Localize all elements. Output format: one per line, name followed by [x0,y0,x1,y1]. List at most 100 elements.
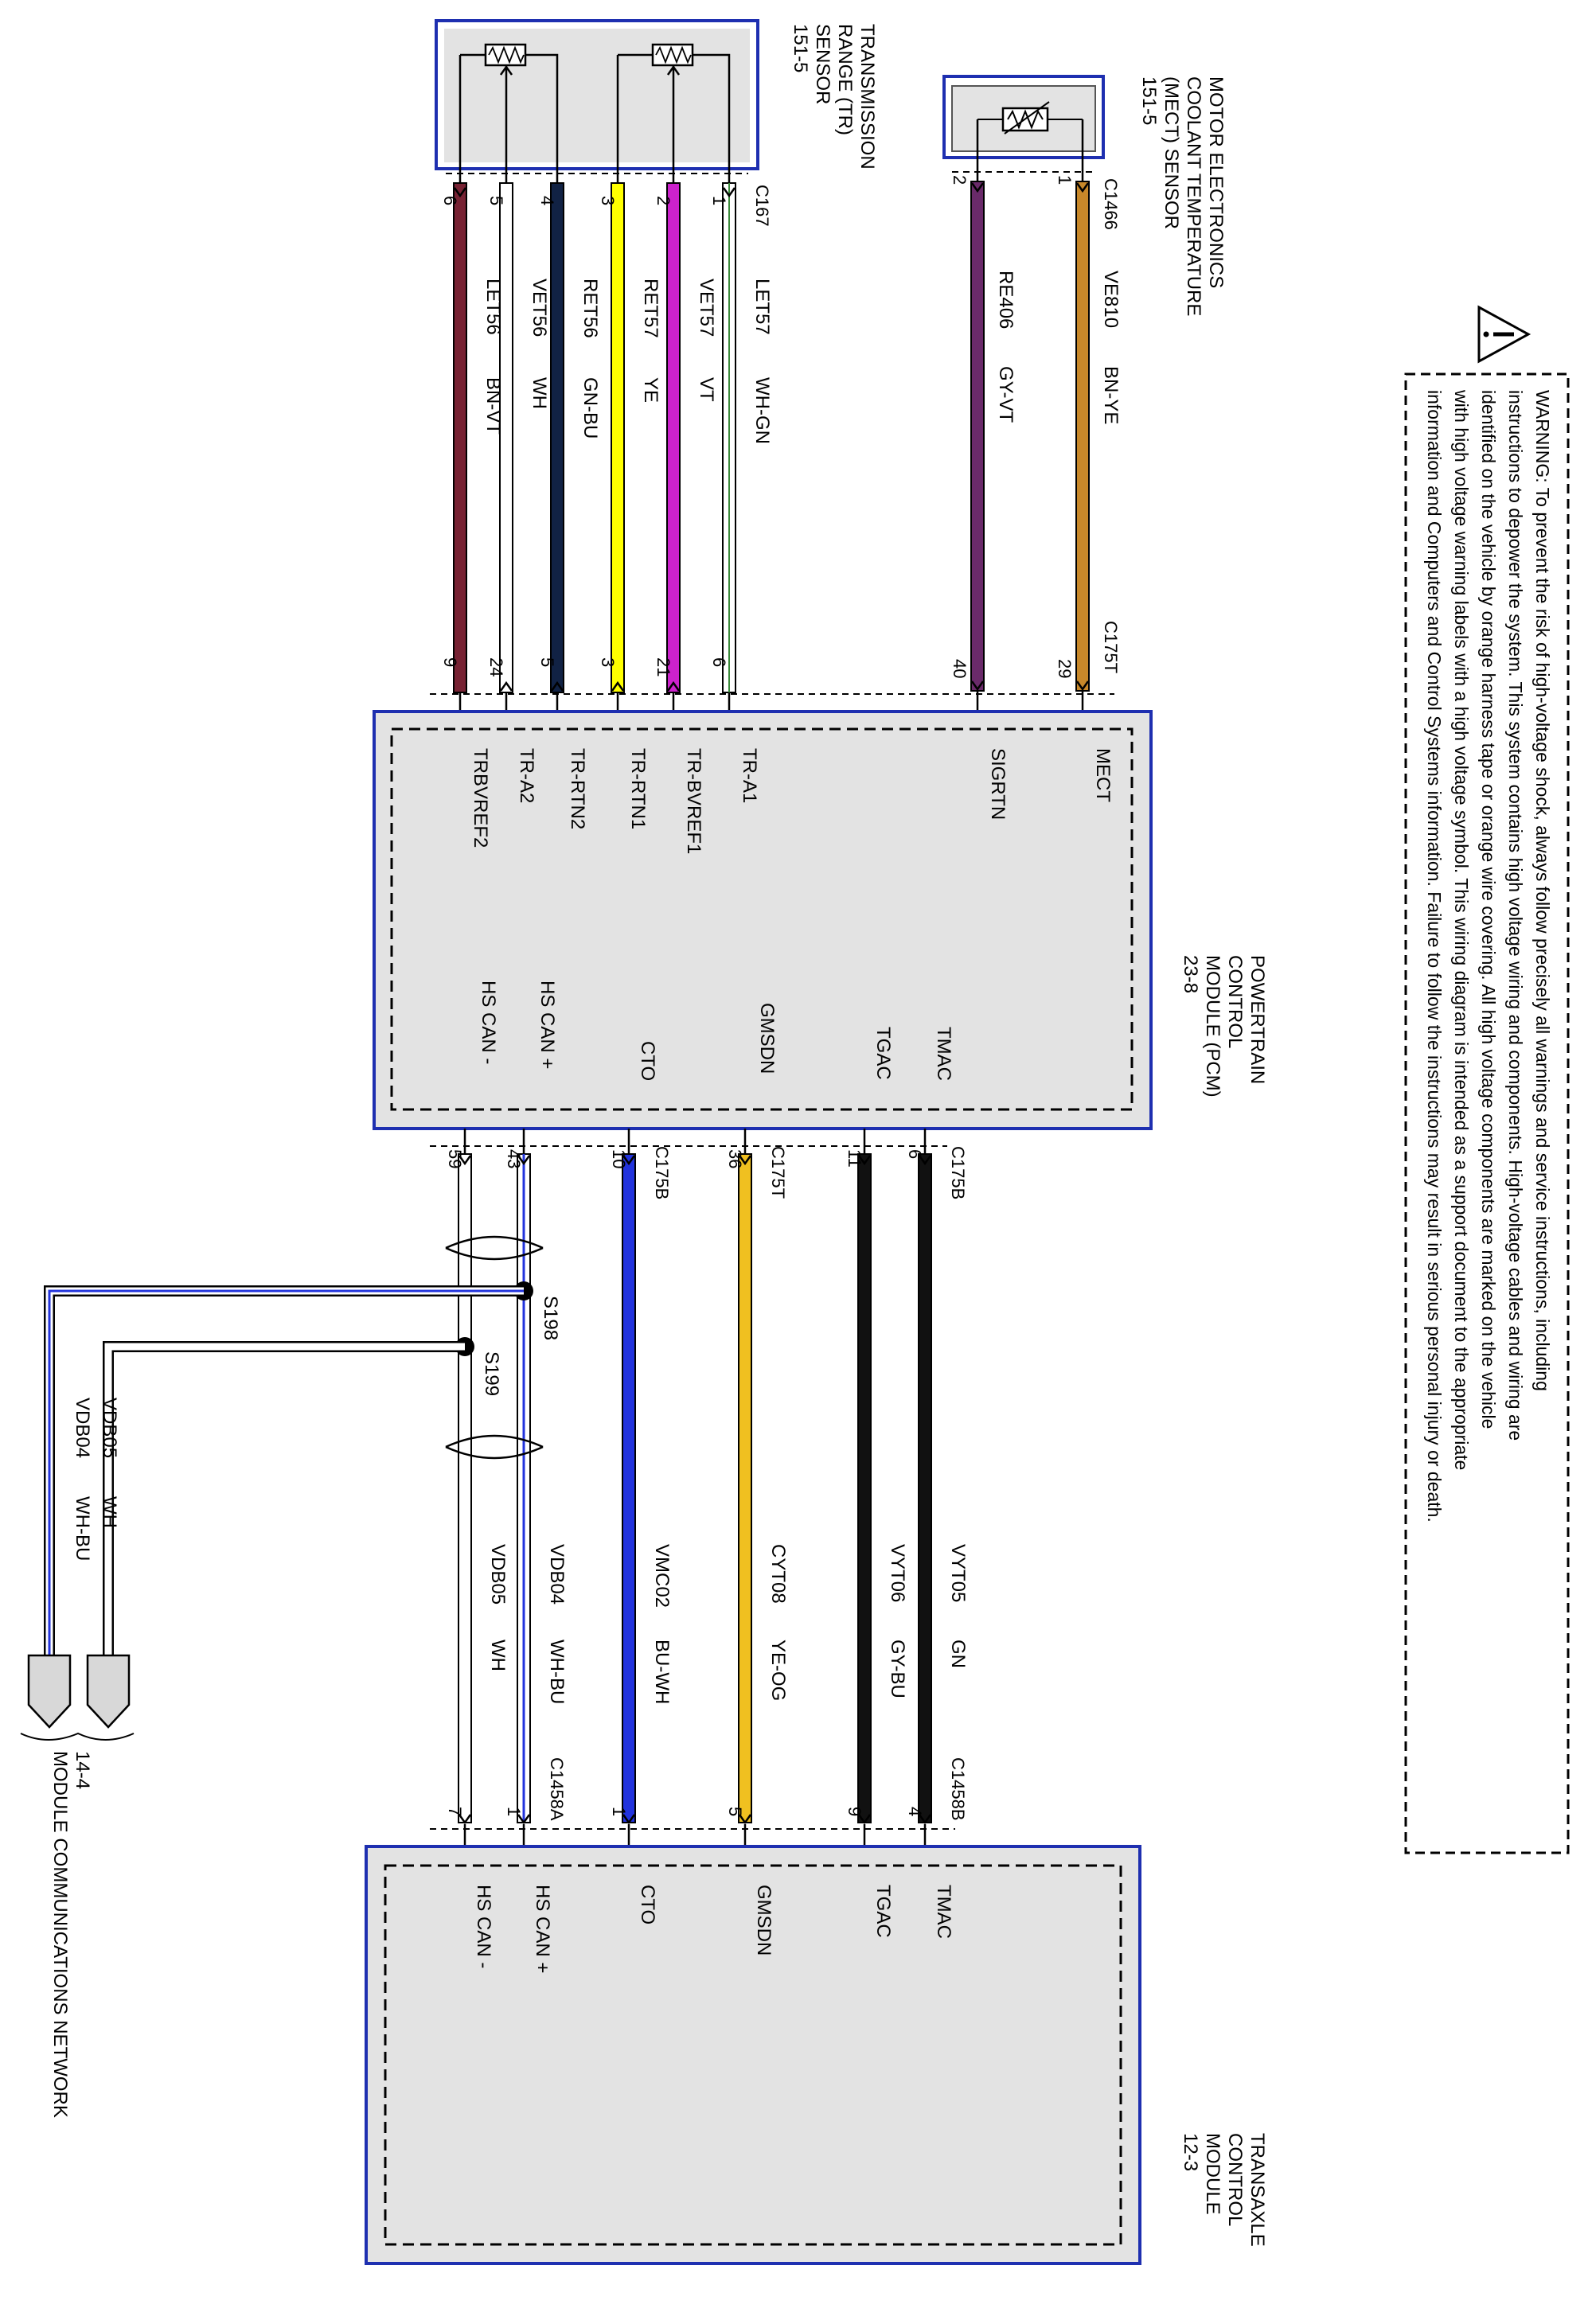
mect-title-2: COOLANT TEMPERATURE [1183,76,1204,316]
pin-label: 7 [445,1807,465,1816]
pcm-connector-label: C175B [652,1146,672,1199]
pcm-tcm-wires: S198 S199 C175B C175T C175B 6 11 36 10 4… [445,1129,969,1824]
pcm-pin-label: TGAC [872,1027,894,1080]
pcm-connector-label: C175B [948,1146,968,1199]
circuit-label: VDB05 [487,1544,509,1605]
splice-label: S198 [540,1296,561,1340]
circuit-label: RET56 [579,279,601,338]
wire-ret57 [611,182,625,693]
wire-color-label: WH [529,377,550,409]
twisted-pair-icon [445,1235,544,1460]
tcm-title-4: 12-3 [1180,2133,1201,2171]
continuation-arrow-icon [20,1654,135,1741]
resistor-icon [484,43,527,67]
warning-line-2: instructions to depower the system. This… [1505,390,1526,1441]
pcm-pin-label: GMSDN [756,1003,778,1074]
pcm-pin-label: SIGRTN [987,748,1009,820]
tcm-pin-label: TGAC [872,1885,894,1938]
wire-vet57 [666,182,681,693]
pin-label: 43 [504,1149,524,1168]
pcm-pin-label: MECT [1092,748,1114,802]
wire-vet56 [499,182,513,693]
pcm-title-3: MODULE (PCM) [1202,955,1223,1098]
pin-label: 3 [598,657,618,667]
wire-vyt06 [857,1153,872,1823]
pin-label: 11 [845,1149,864,1168]
tr-connector-label: C167 [752,185,772,227]
pin-label: 4 [537,196,557,205]
circuit-label: RET57 [640,279,661,338]
wire-color-label: BU-WH [651,1640,673,1704]
pcm-connector-label: C175T [768,1146,788,1199]
wire-color-label: GY-VT [995,366,1016,423]
pcm-title-2: CONTROL [1224,955,1246,1048]
resistor-icon [651,43,694,67]
warning-line-1: WARNING: To prevent the risk of high-vol… [1532,390,1553,1391]
pcm-pin-label: CTO [637,1041,658,1081]
tcm-pin-label: TMAC [933,1885,954,1939]
mect-wires: C1466 1 2 VE810 BN-YE RE406 GY-VT C175T … [950,175,1122,732]
wire-color-label: BN-VT [482,377,504,435]
circuit-label: VET57 [696,279,717,337]
pin-label: 2 [654,196,673,205]
pin-label: 21 [654,657,673,677]
tcm-pin-label: HS CAN + [532,1885,553,1973]
pcm-module: POWERTRAIN CONTROL MODULE (PCM) 23-8 MEC… [373,693,1268,1147]
network-title: MODULE COMMUNICATIONS NETWORK [49,1751,71,2118]
pcm-pin-label: TMAC [933,1027,954,1081]
wire-let56 [453,182,467,693]
warning-triangle-icon [1477,305,1532,364]
pin-label: 36 [725,1149,745,1168]
pcm-title-4: 23-8 [1180,955,1201,993]
pin-label: 5 [725,1807,745,1816]
mect-title-1: MOTOR ELECTRONICS [1205,76,1227,288]
circuit-label: VYT05 [947,1544,969,1602]
pin-label: 59 [445,1149,465,1168]
tcm-connector-label: C1458B [948,1757,968,1821]
pin-label: 1 [504,1807,524,1816]
network-ref: 14-4 [72,1751,93,1789]
tcm-pin-label: HS CAN - [473,1885,494,1968]
wire-ve810 [1075,181,1090,692]
pcm-pin-label: TRBVREF2 [470,748,491,848]
pin-label: 4 [905,1807,925,1816]
tcm-pin-label: CTO [637,1885,658,1924]
pcm-pin-label: TR-BVREF1 [683,748,704,854]
mect-title-4: 151-5 [1138,76,1160,125]
wire-color-label: WH [99,1496,120,1528]
circuit-label: VDB04 [546,1544,568,1605]
wire-ret56 [550,182,564,693]
wire-color-label: WH-BU [546,1640,568,1704]
circuit-label: VDB04 [72,1398,93,1458]
wire-color-label: BN-YE [1100,366,1122,424]
pin-label: 6 [905,1149,925,1159]
pin-label: 6 [440,196,460,205]
tr-title-2: RANGE (TR) [834,24,856,135]
wire-color-label: YE [640,377,661,403]
pin-label: 5 [537,657,557,667]
mect-sensor: MOTOR ELECTRONICS COOLANT TEMPERATURE (M… [942,75,1227,316]
pcm-pin-label: TR-A2 [516,748,537,803]
pin-label: 10 [609,1149,629,1168]
splice-label: S199 [481,1351,502,1396]
wire-color-label: GY-BU [887,1640,908,1698]
wire-color-label: GN [947,1640,969,1668]
wire-cyt08 [738,1153,752,1823]
tr-wires: C167 1 2 3 4 5 6 LET57 WH-GN VET57 VT RE… [440,182,773,732]
wire-color-label: WH [487,1640,509,1671]
wire-color-label: WH-BU [72,1496,93,1561]
warning-line-5: information and Computers and Control Sy… [1424,390,1445,1523]
pin-label: 1 [1055,175,1075,185]
tr-title-1: TRANSMISSION [856,24,878,170]
tr-title-4: 151-5 [790,24,811,72]
pcm-pin-label: TR-RTN1 [627,748,649,829]
mect-connector-label: C1466 [1101,178,1121,230]
circuit-label: LET56 [482,279,504,335]
circuit-label: VMC02 [651,1544,673,1608]
wire-vmc02 [622,1153,636,1823]
tr-sensor: TRANSMISSION RANGE (TR) SENSOR 151-5 [435,19,878,183]
circuit-label: CYT08 [767,1544,789,1604]
circuit-label: RE406 [995,271,1016,329]
warning-line-3: identified on the vehicle by orange harn… [1478,390,1499,1429]
pcm-pin-label: HS CAN - [478,981,499,1064]
